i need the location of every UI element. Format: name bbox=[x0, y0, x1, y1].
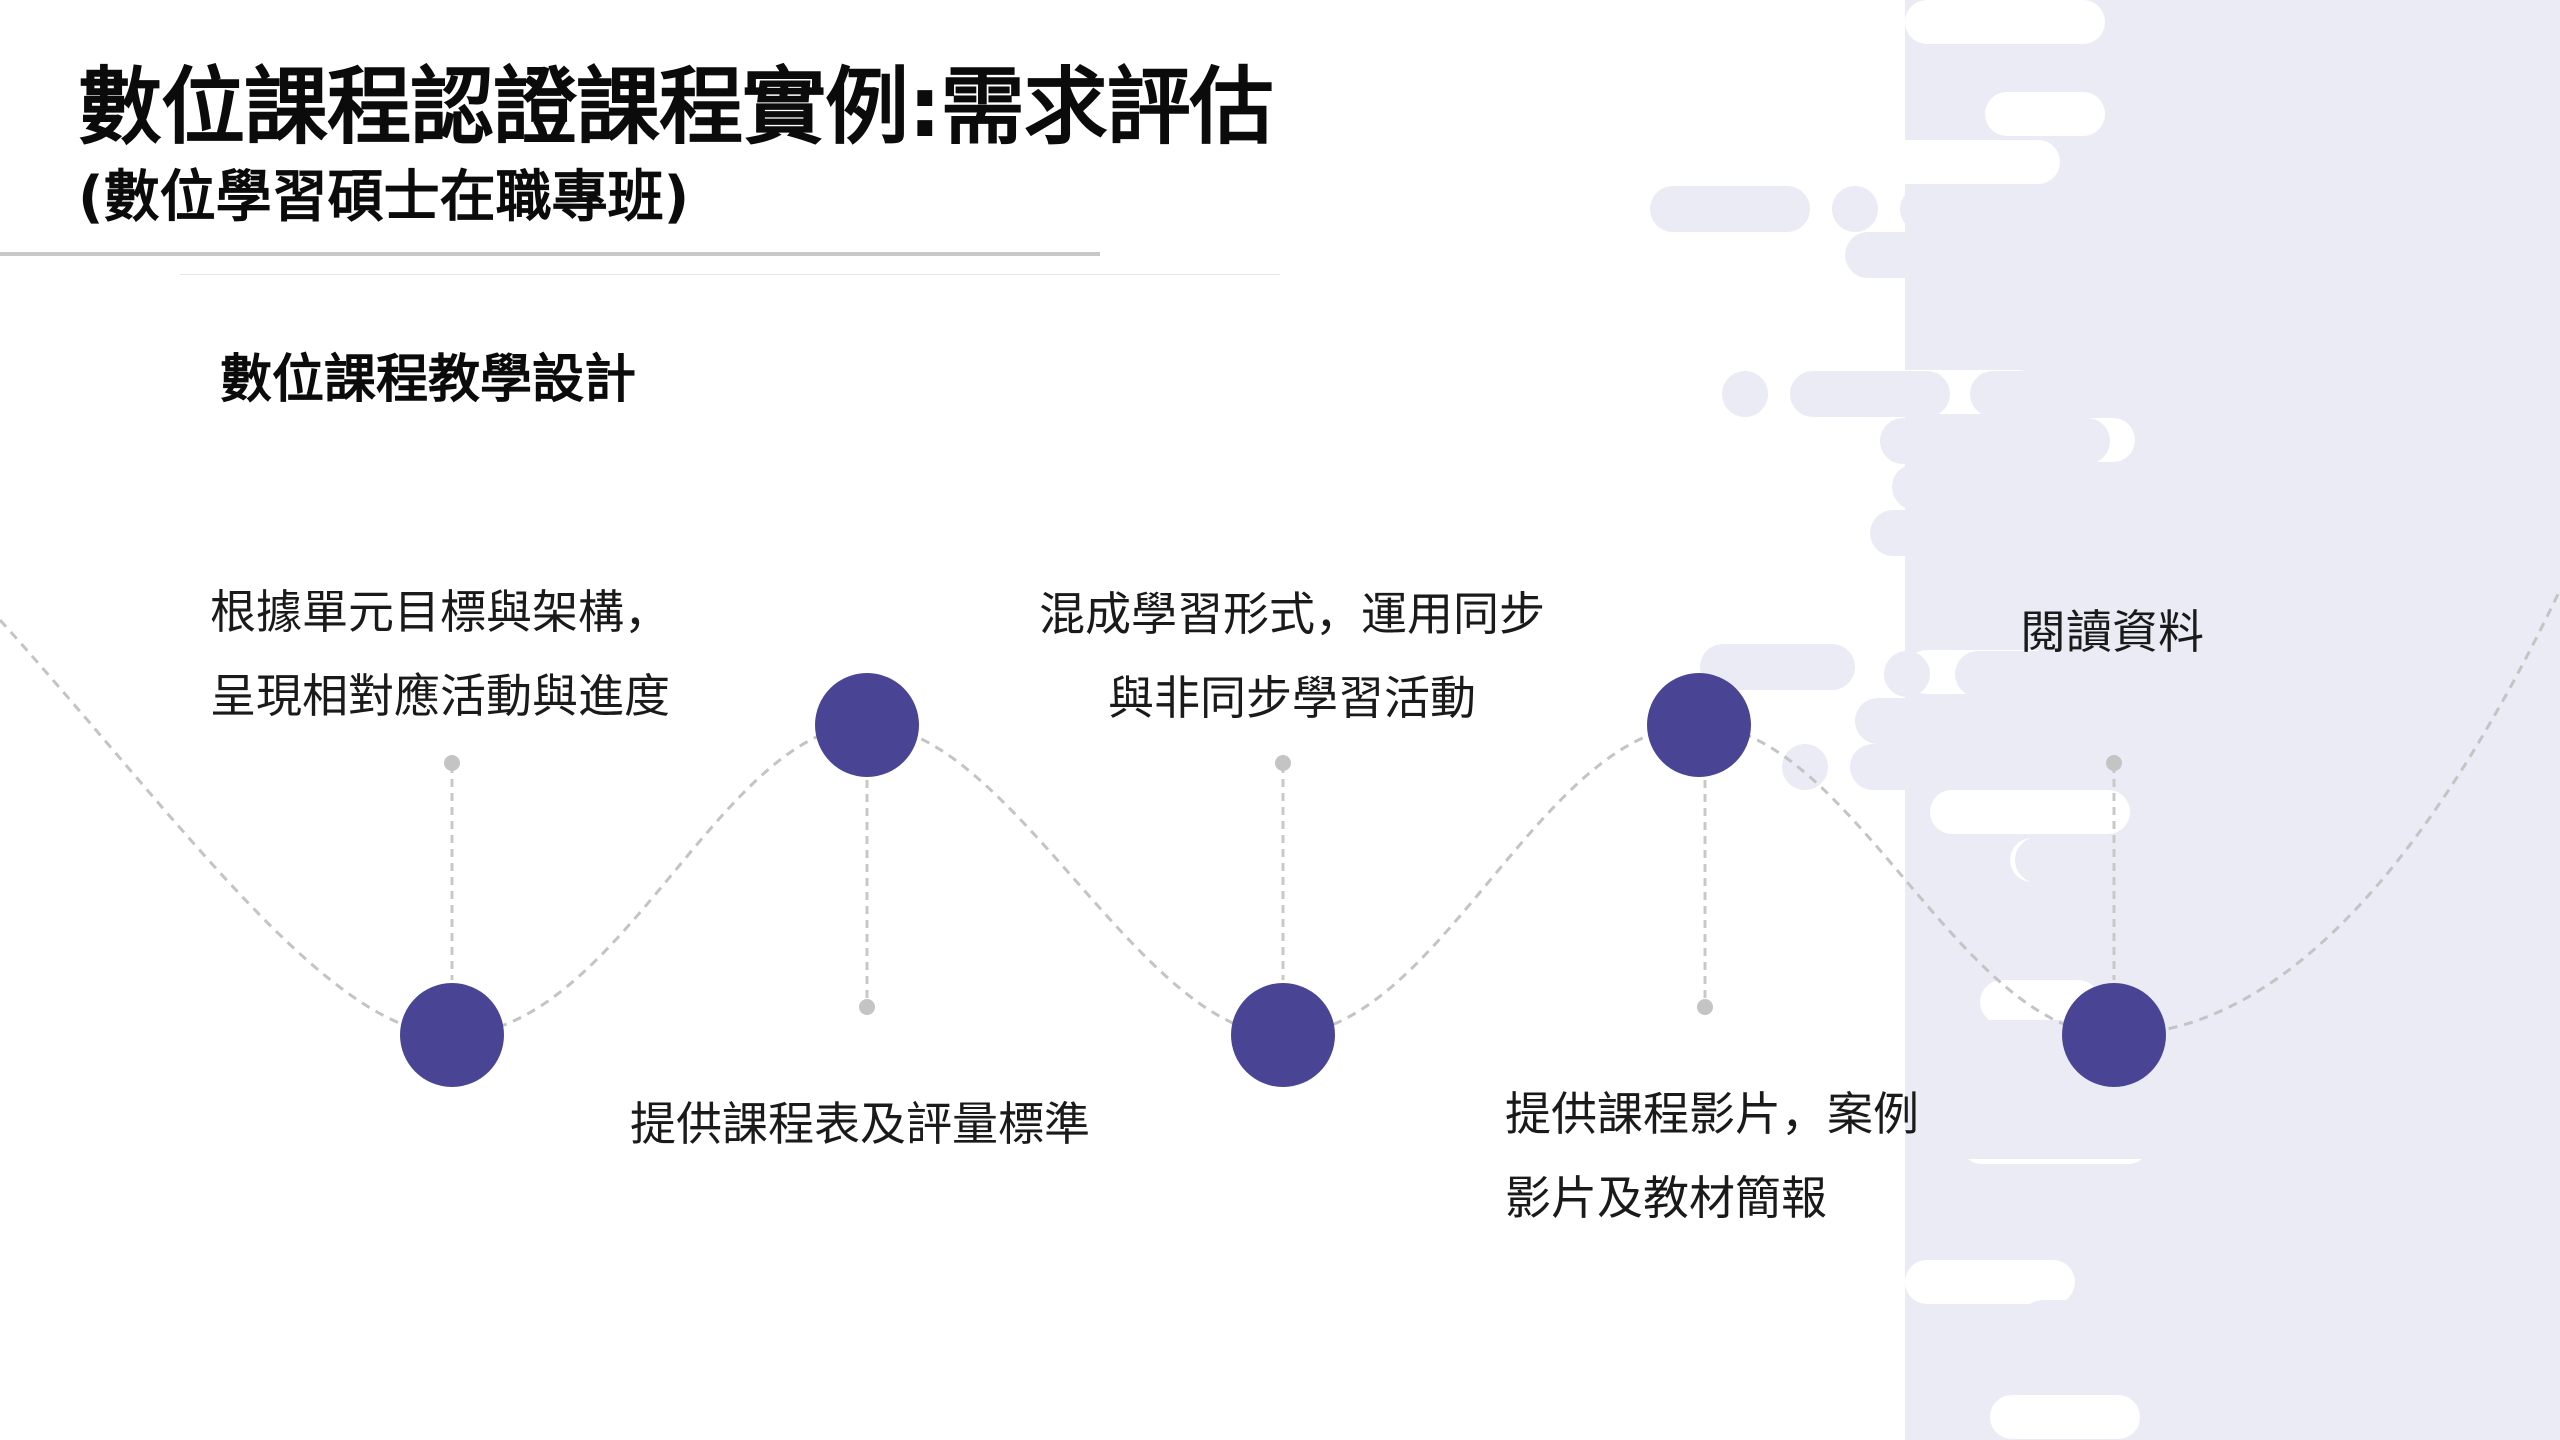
connector-dot-2 bbox=[859, 999, 875, 1015]
step-label-1: 根據單元目標與架構， 呈現相對應活動與進度 bbox=[210, 570, 670, 738]
connector-dot-1 bbox=[444, 755, 460, 771]
step-label-5: 閱讀資料 bbox=[2020, 590, 2204, 674]
timeline-node-5 bbox=[2062, 983, 2166, 1087]
step-label-2: 提供課程表及評量標準 bbox=[630, 1082, 1090, 1166]
step-4-line-1: 提供課程影片，案例 bbox=[1505, 1087, 1919, 1141]
timeline-node-3 bbox=[1231, 983, 1335, 1087]
step-3-line-1: 混成學習形式，運用同步 bbox=[1039, 587, 1545, 641]
timeline-node-1 bbox=[400, 983, 504, 1087]
connector-dot-5 bbox=[2106, 755, 2122, 771]
step-label-3: 混成學習形式，運用同步 與非同步學習活動 bbox=[1022, 572, 1562, 740]
timeline-node-2 bbox=[815, 673, 919, 777]
slide-title: 數位課程認證課程實例:需求評估 bbox=[78, 58, 1274, 156]
step-1-line-2: 呈現相對應活動與進度 bbox=[210, 669, 670, 723]
step-4-line-2: 影片及教材簡報 bbox=[1505, 1171, 1827, 1225]
step-3-line-2: 與非同步學習活動 bbox=[1108, 671, 1476, 725]
slide-subtitle: (數位學習碩士在職專班) bbox=[78, 165, 690, 230]
step-5-line-1: 閱讀資料 bbox=[2020, 605, 2204, 659]
connector-dot-4 bbox=[1697, 999, 1713, 1015]
step-2-line-1: 提供課程表及評量標準 bbox=[630, 1097, 1090, 1151]
title-divider bbox=[0, 252, 1100, 256]
title-divider-thin bbox=[180, 274, 1280, 275]
connector-dot-3 bbox=[1275, 755, 1291, 771]
section-title: 數位課程教學設計 bbox=[220, 350, 637, 410]
timeline-node-4 bbox=[1647, 673, 1751, 777]
step-label-4: 提供課程影片，案例 影片及教材簡報 bbox=[1505, 1072, 1919, 1240]
step-1-line-1: 根據單元目標與架構， bbox=[210, 585, 670, 639]
